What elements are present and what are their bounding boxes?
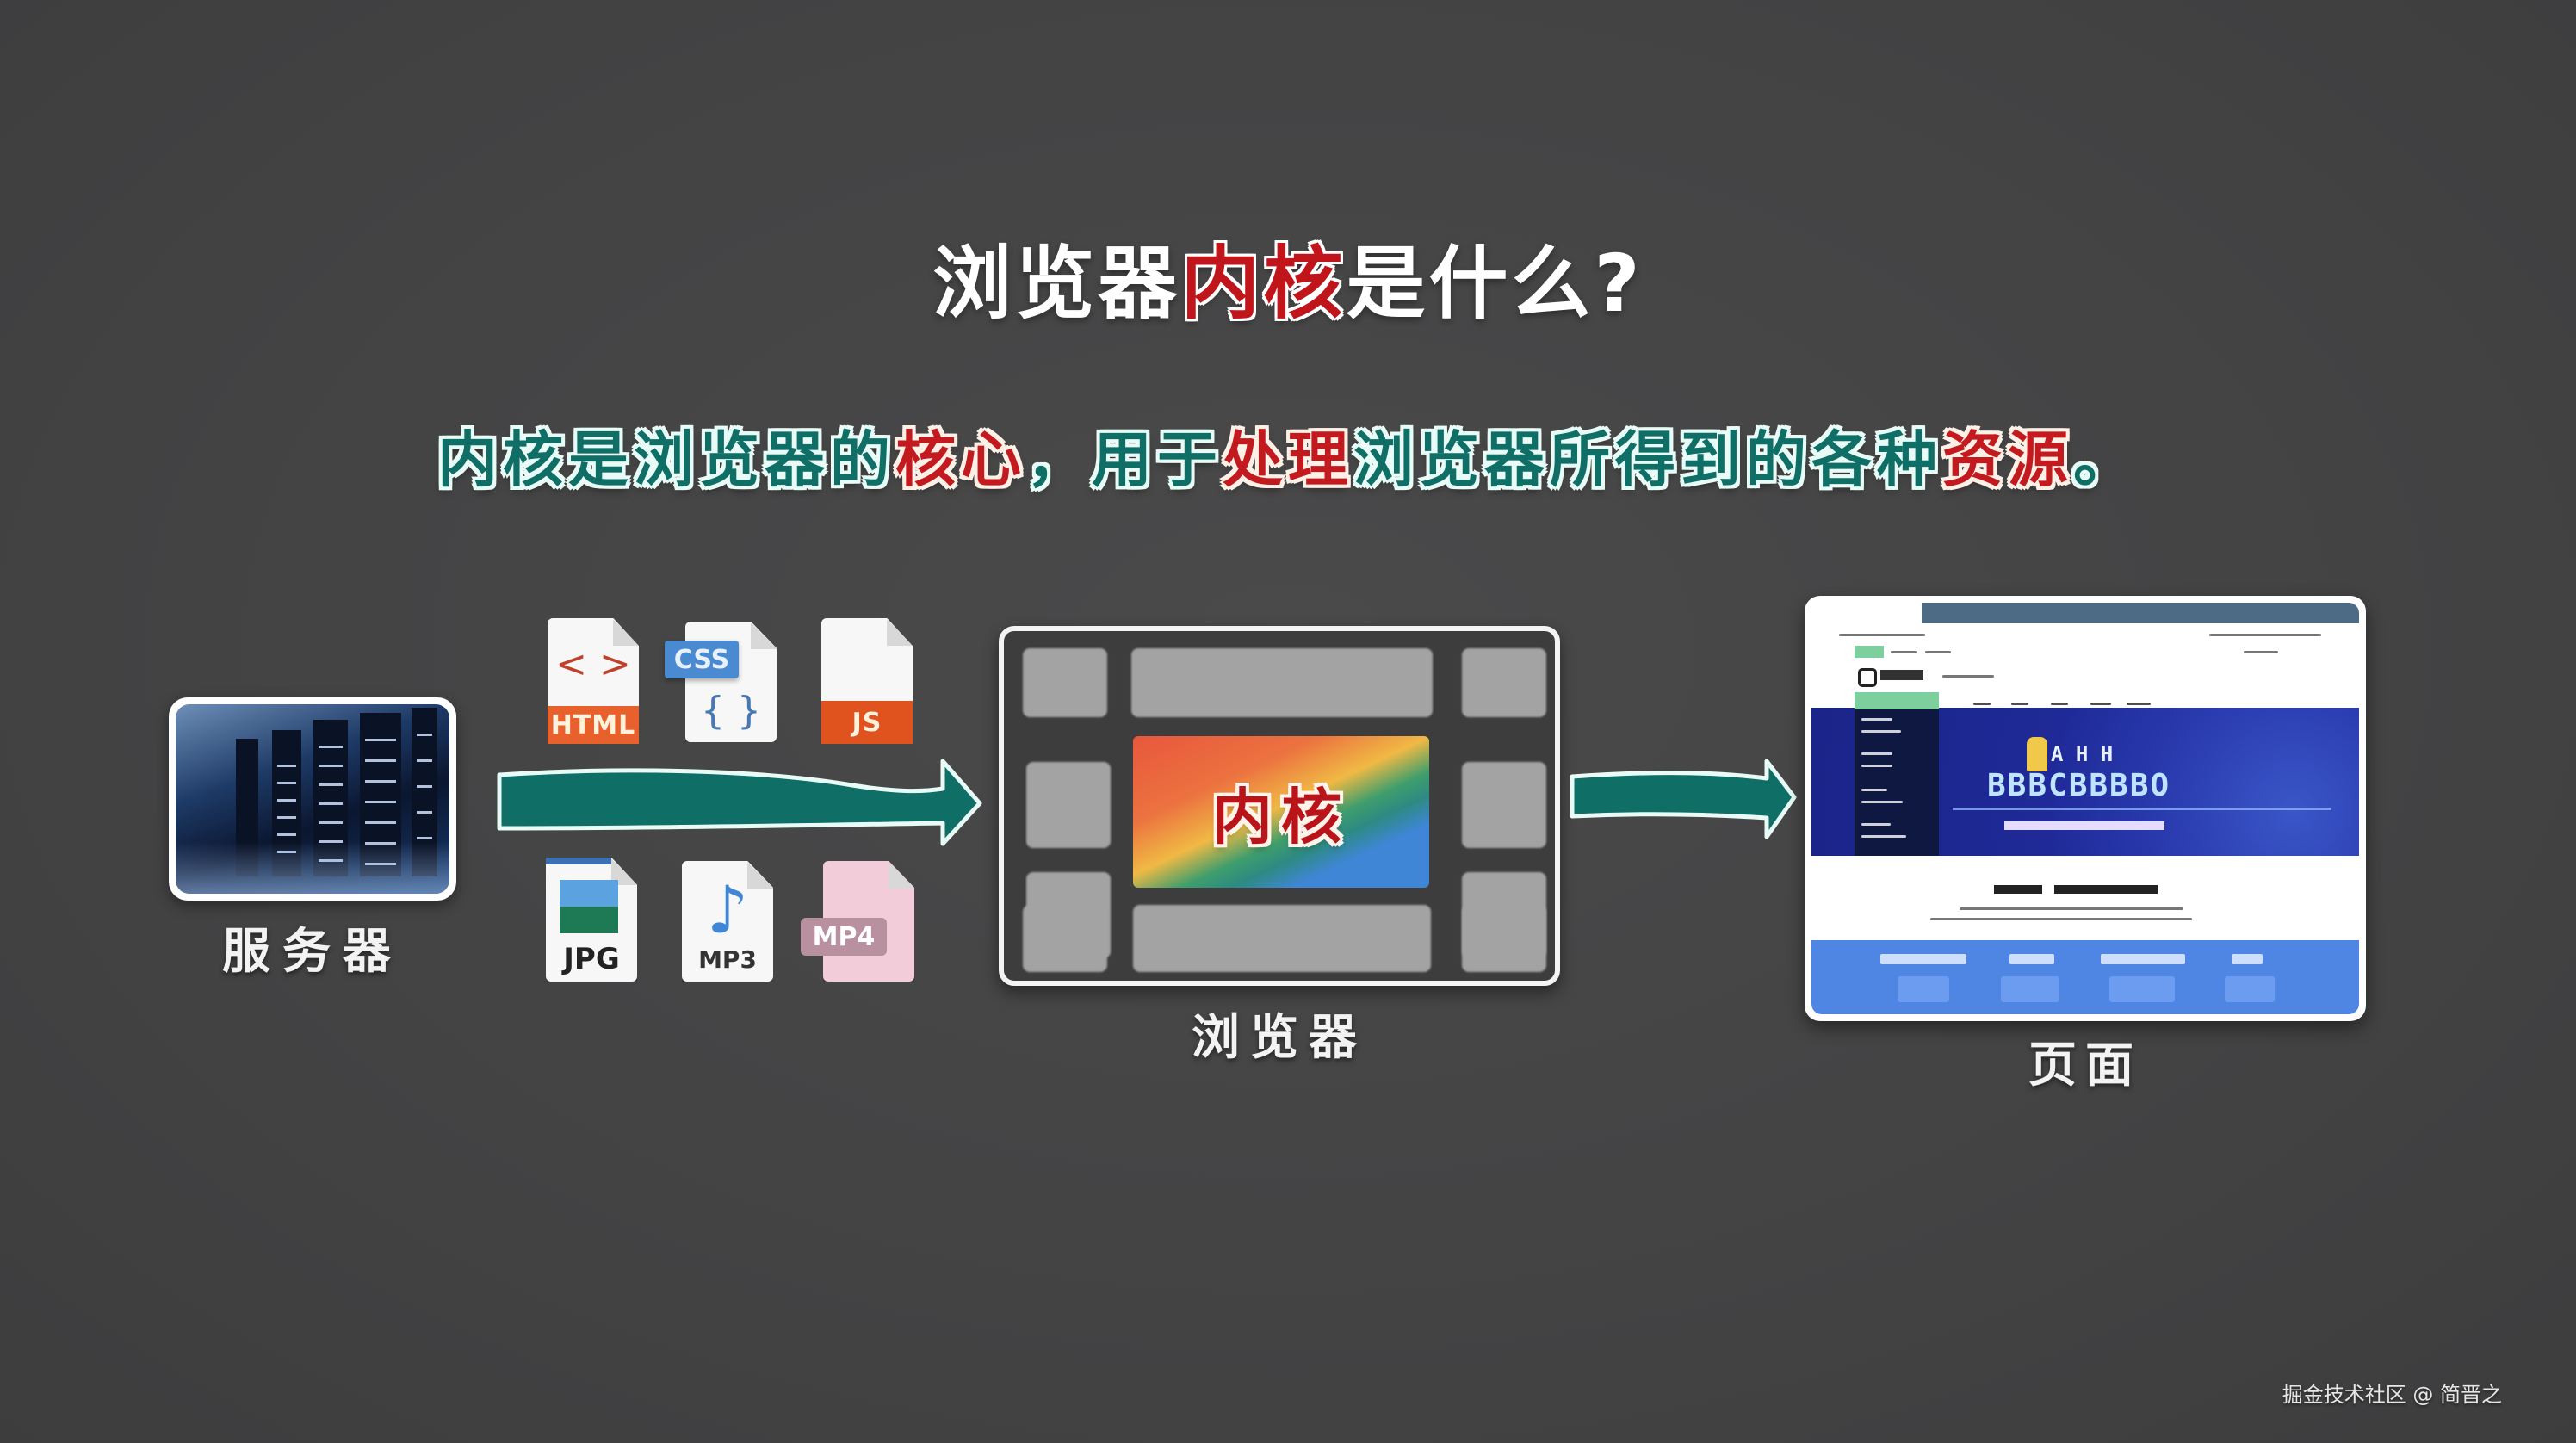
browser-tab-bar [1811,603,2359,623]
subtitle: 内核是浏览器的核心，用于处理浏览器所得到的各种资源。 [0,412,2576,499]
subtitle-seg-4: 浏览器所得到的各种 [1353,424,1942,495]
mp3-file-icon: ♪ MP3 [682,861,773,982]
page-label: 页面 [2028,1037,2142,1093]
browser-label: 浏览器 [1192,1010,1367,1066]
category-sidebar [1855,692,1939,856]
flow-arrow-icon-2 [1570,759,1797,839]
page-title: 浏览器内核是什么? [0,220,2576,334]
title-highlight: 内核 [1180,238,1347,330]
kernel-label: 内核 [1212,781,1350,852]
subtitle-seg-3: 处理 [1223,424,1353,495]
play-logo-icon [1858,668,1877,687]
music-note-icon: ♪ [706,871,749,948]
subtitle-seg-6: 。 [2073,424,2139,495]
jpg-file-icon: JPG [546,858,637,982]
js-file-icon: JS [821,618,913,744]
title-part-1: 浏览器 [932,238,1181,330]
title-part-2: 是什么? [1346,238,1644,330]
subtitle-seg-0: 内核是浏览器的 [437,424,895,495]
server-image [169,697,456,901]
subtitle-seg-5: 资源 [1942,424,2073,495]
image-icon [560,880,618,933]
subtitle-seg-1: 核心 [895,424,1026,495]
webpage-illustration: A H H BBBCBBBBO [1805,596,2366,1021]
feature-strip [1811,940,2359,1014]
angle-brackets-icon: < > [555,642,631,686]
flow-arrow-icon [497,759,982,846]
mp4-badge: MP4 [801,918,887,956]
kernel-box: 内核 [1133,736,1429,888]
mascot-icon [2027,737,2047,771]
server-rack-illustration [176,704,449,894]
subtitle-seg-2: ，用于 [1026,424,1223,495]
css-badge: CSS [665,641,739,678]
server-label: 服务器 [222,924,403,980]
browser-illustration: 内核 [999,626,1560,986]
watermark: 掘金技术社区 @ 简晋之 [2282,1383,2502,1407]
css-file-icon: { } [685,622,777,742]
html-file-icon: < > HTML [548,618,639,744]
curly-braces-icon: { } [701,689,761,733]
